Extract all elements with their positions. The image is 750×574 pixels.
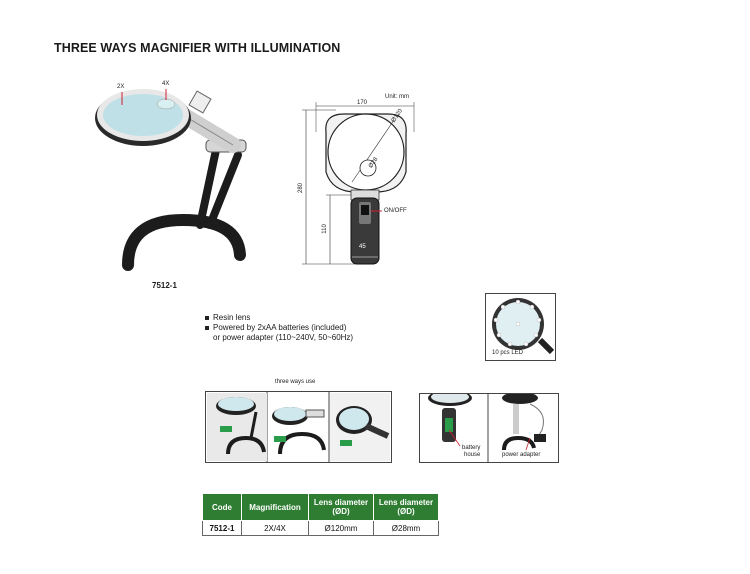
height-dimension: 280 [298, 182, 305, 194]
table-header-row: Code Magnification Lens diameter (ØD) Le… [202, 493, 439, 521]
stand-leg [206, 151, 242, 229]
model-number: 7512-1 [152, 281, 177, 290]
label-2x: 2X [117, 84, 125, 90]
table-cell: 2X/4X [241, 520, 309, 536]
handle-width-dimension: 45 [359, 244, 366, 250]
table-row: 7512-1 2X/4X Ø120mm Ø28mm [202, 520, 439, 536]
handle-height-dimension: 110 [321, 224, 328, 234]
led-photo [485, 293, 556, 361]
switch-label: ON/OFF [384, 208, 407, 214]
handle-outline [350, 197, 380, 265]
product-photo [95, 89, 247, 271]
switch [188, 90, 212, 114]
column-header: Lens diameter (ØD) [308, 493, 374, 521]
feature-item: Resin lens [205, 313, 353, 323]
small-lens [156, 98, 176, 110]
adapter-caption: power adapter [502, 452, 541, 458]
three-ways-caption: three ways use [275, 379, 316, 385]
column-header: Lens diameter (ØD) [373, 493, 439, 521]
table-cell: 7512-1 [202, 520, 242, 536]
column-header: Code [202, 493, 242, 521]
small-lens-outline [359, 159, 377, 177]
width-dimension: 170 [357, 100, 368, 106]
battery-caption: battery [462, 445, 481, 451]
stand-leg [196, 146, 220, 229]
label-4x: 4X [162, 81, 170, 87]
unit-label: Unit: mm [385, 94, 409, 100]
column-header: Magnification [241, 493, 309, 521]
stand-base [122, 213, 246, 271]
table-cell: Ø120mm [308, 520, 374, 536]
big-lens-outline [327, 113, 405, 191]
table-cell: Ø28mm [373, 520, 439, 536]
power-photos [419, 393, 559, 463]
three-ways-photo [205, 391, 392, 463]
led-caption: 10 pcs LED [492, 350, 524, 356]
feature-item: or power adapter (110~240V, 50~60Hz) [213, 333, 354, 342]
feature-list: Resin lens Powered by 2xAA batteries (in… [205, 313, 353, 343]
page-title: THREE WAYS MAGNIFIER WITH ILLUMINATION [54, 41, 341, 55]
battery-caption: house [464, 452, 481, 458]
feature-item: Powered by 2xAA batteries (included) [205, 323, 353, 333]
spec-table: Code Magnification Lens diameter (ØD) Le… [202, 493, 439, 536]
technical-drawing [302, 102, 415, 265]
